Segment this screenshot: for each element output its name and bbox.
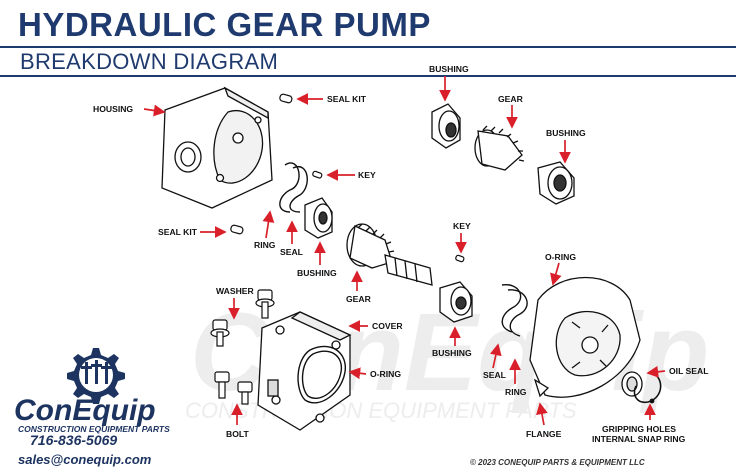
callout-arrows: [143, 76, 666, 426]
label-o-ring-top: O-RING: [545, 252, 576, 262]
label-seal-kit-left: SEAL KIT: [158, 227, 198, 237]
page-title: HYDRAULIC GEAR PUMP: [18, 6, 431, 43]
label-housing: HOUSING: [93, 104, 133, 114]
gear-center-part: [346, 223, 433, 286]
title-divider: [0, 46, 736, 48]
label-flange: FLANGE: [526, 429, 562, 439]
oil-seal-part: [621, 371, 643, 397]
label-seal-right: SEAL: [483, 370, 506, 380]
ring-seal-left: [279, 162, 308, 213]
brand-name: ConEquip: [14, 394, 156, 427]
brand-phone[interactable]: 716-836-5069: [30, 432, 118, 448]
washer-bolt-top: [210, 289, 275, 347]
brand-email[interactable]: sales@conequip.com: [18, 452, 152, 467]
label-oil-seal: OIL SEAL: [669, 366, 708, 376]
bushing-left-part: [304, 197, 333, 239]
label-key-top: KEY: [358, 170, 376, 180]
label-bushing-top-left: BUSHING: [429, 64, 469, 74]
label-snap-ring: INTERNAL SNAP RING: [592, 434, 686, 444]
label-gripping-holes: GRIPPING HOLES: [602, 424, 676, 434]
label-gear-center: GEAR: [346, 294, 372, 304]
brand-tagline: CONSTRUCTION EQUIPMENT PARTS: [18, 424, 170, 434]
o-ring-bottom-part: [297, 345, 346, 404]
bushing-bottom-part: [439, 281, 473, 323]
label-washer: WASHER: [216, 286, 255, 296]
subtitle-divider: [0, 75, 736, 77]
label-bushing-bottom: BUSHING: [432, 348, 472, 358]
ring-seal-right: [501, 284, 528, 337]
bolt-bottom: [214, 371, 253, 405]
label-ring-right: RING: [505, 387, 527, 397]
seal-kit-pin-top: [279, 93, 293, 104]
key-part-right: [455, 254, 465, 263]
cover-part: [257, 311, 352, 431]
label-key-right: KEY: [453, 221, 471, 231]
svg-text:CONSTRUCTION EQUIPMENT PARTS: CONSTRUCTION EQUIPMENT PARTS: [185, 398, 577, 423]
page-subtitle: BREAKDOWN DIAGRAM: [20, 49, 279, 74]
label-bolt: BOLT: [226, 429, 250, 439]
label-bushing-top-right: BUSHING: [546, 128, 586, 138]
bushing-top-left-part: [431, 103, 461, 149]
label-o-ring-bottom: O-RING: [370, 369, 401, 379]
key-part-top: [312, 170, 323, 179]
label-cover: COVER: [372, 321, 403, 331]
snap-ring-part: [633, 371, 662, 404]
label-gear-top: GEAR: [498, 94, 524, 104]
housing-part: [161, 86, 273, 209]
gear-top-part: [474, 125, 525, 171]
label-seal-kit-top: SEAL KIT: [327, 94, 367, 104]
conequip-logo: ConEquip CONSTRUCTION EQUIPMENT PARTS: [14, 348, 170, 434]
label-ring-left: RING: [254, 240, 276, 250]
seal-kit-pin-left: [230, 224, 244, 235]
flange-part: [529, 276, 641, 398]
label-bushing-left: BUSHING: [297, 268, 337, 278]
bushing-top-right-part: [537, 161, 575, 205]
label-seal-left: SEAL: [280, 247, 303, 257]
copyright: © 2023 CONEQUIP PARTS & EQUIPMENT LLC: [470, 458, 645, 467]
